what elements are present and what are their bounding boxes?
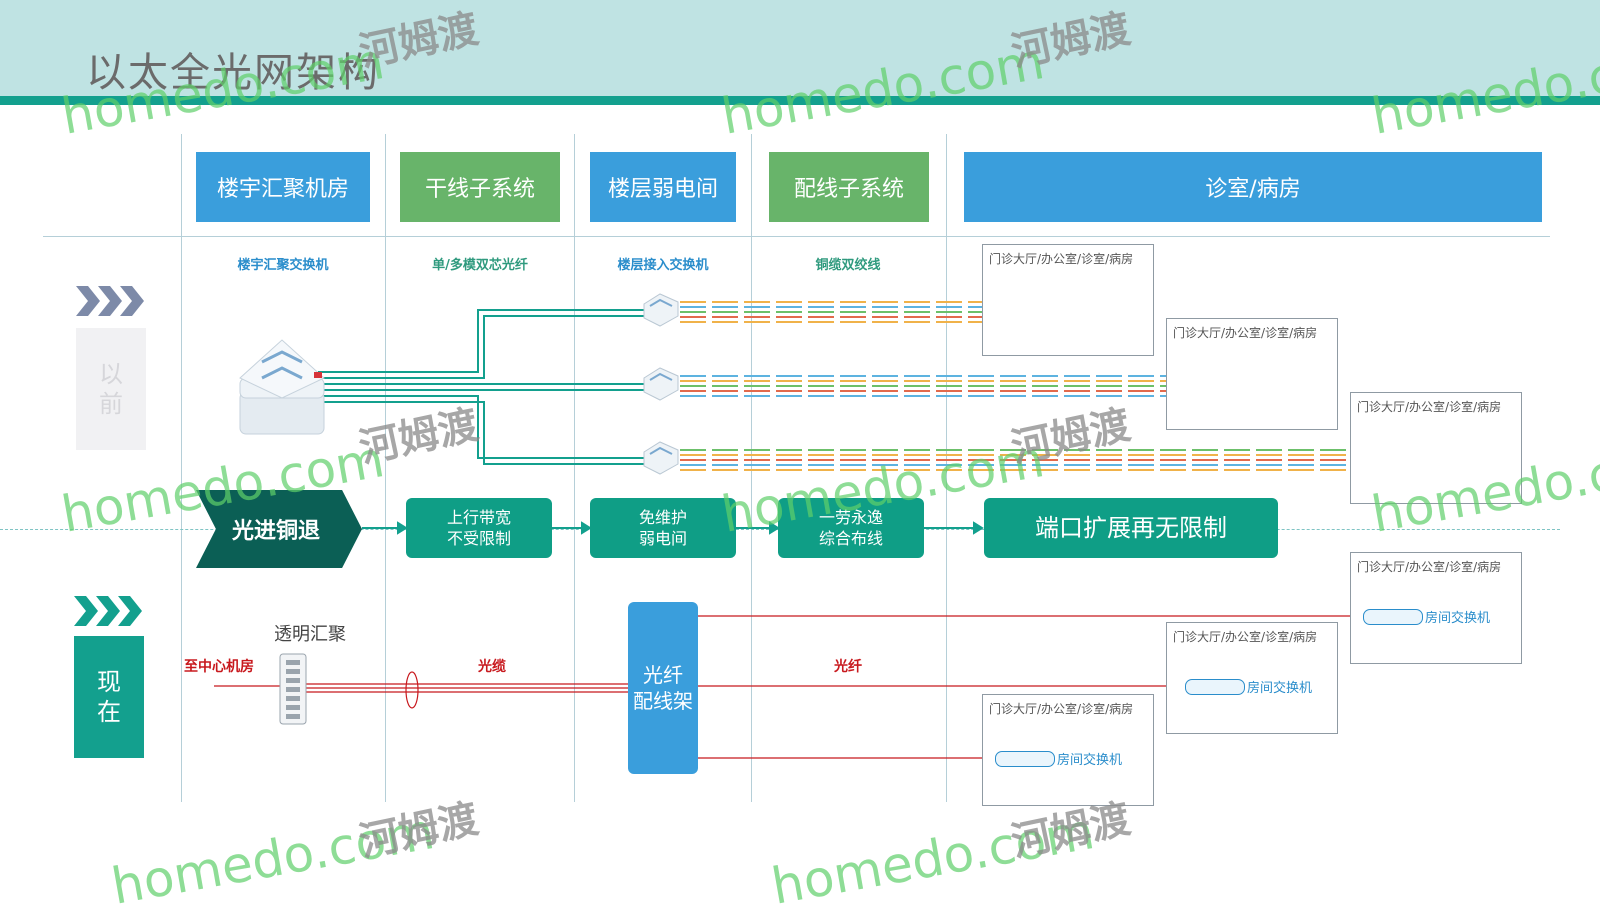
room-switch-icon bbox=[1185, 679, 1245, 695]
column-header-trunk-subsystem: 干线子系统 bbox=[400, 152, 560, 222]
column-divider bbox=[181, 134, 182, 802]
room-switch-icon bbox=[1363, 609, 1423, 625]
chevrons-right-icon bbox=[74, 596, 142, 626]
sub-label-copper: 铜缆双绞线 bbox=[815, 258, 881, 273]
flow-lead-chevron bbox=[196, 490, 362, 568]
patch-panel-line1: 光纤 bbox=[643, 663, 683, 687]
before-label: 以 前 bbox=[76, 328, 146, 450]
column-header-building-room: 楼宇汇聚机房 bbox=[196, 152, 370, 222]
room-label: 门诊大厅/办公室/诊室/病房 bbox=[989, 252, 1134, 266]
column-divider bbox=[574, 134, 575, 802]
flow-step-line2: 不受限制 bbox=[446, 529, 511, 548]
flow-step-maintenance: 免维护弱电间 bbox=[590, 498, 736, 558]
room-label: 门诊大厅/办公室/诊室/病房 bbox=[1173, 326, 1318, 340]
sub-label-access-switch: 楼层接入交换机 bbox=[617, 258, 709, 273]
column-divider bbox=[946, 134, 947, 802]
flow-lead-label: 光进铜退 bbox=[232, 519, 321, 544]
sub-label-agg-switch: 楼宇汇聚交换机 bbox=[237, 258, 329, 273]
room-box: 门诊大厅/办公室/诊室/病房 bbox=[1166, 318, 1338, 430]
room-box: 门诊大厅/办公室/诊室/病房 房间交换机 bbox=[1166, 622, 1338, 734]
flow-step-bandwidth: 上行带宽不受限制 bbox=[406, 498, 552, 558]
room-switch-label: 房间交换机 bbox=[1425, 611, 1491, 626]
patch-panel-line2: 配线架 bbox=[633, 689, 693, 713]
to-center-label: 至中心机房 bbox=[184, 659, 254, 675]
room-switch-label: 房间交换机 bbox=[1057, 753, 1123, 768]
flow-step-line2: 综合布线 bbox=[818, 529, 883, 548]
room-box: 门诊大厅/办公室/诊室/病房 房间交换机 bbox=[1350, 552, 1522, 664]
room-switch-label: 房间交换机 bbox=[1247, 681, 1313, 696]
column-header-distribution-subsystem: 配线子系统 bbox=[769, 152, 929, 222]
fiber-label: 光纤 bbox=[834, 659, 862, 675]
flow-step-line1: 免维护 bbox=[638, 508, 687, 527]
flow-step-line1: 上行带宽 bbox=[446, 508, 511, 527]
column-header-ward: 诊室/病房 bbox=[964, 152, 1542, 222]
sub-label-fiber: 单/多模双芯光纤 bbox=[432, 258, 528, 273]
cable-label: 光缆 bbox=[478, 659, 506, 675]
before-label-top: 以 bbox=[99, 360, 123, 388]
flow-step-cabling: 一劳永逸综合布线 bbox=[778, 498, 924, 558]
flow-step-line1: 端口扩展再无限制 bbox=[1035, 513, 1227, 542]
flow-step-ports: 端口扩展再无限制 bbox=[984, 498, 1278, 558]
column-divider bbox=[751, 134, 752, 802]
room-box: 门诊大厅/办公室/诊室/病房 bbox=[982, 244, 1154, 356]
column-divider bbox=[385, 134, 386, 802]
fiber-patch-panel: 光纤 配线架 bbox=[628, 602, 698, 774]
room-label: 门诊大厅/办公室/诊室/病房 bbox=[1357, 560, 1502, 574]
room-box: 门诊大厅/办公室/诊室/病房 房间交换机 bbox=[982, 694, 1154, 806]
now-label-bottom: 在 bbox=[97, 698, 121, 726]
room-label: 门诊大厅/办公室/诊室/病房 bbox=[989, 702, 1134, 716]
header-band bbox=[0, 0, 1600, 96]
header-divider bbox=[43, 236, 1550, 237]
before-label-bottom: 前 bbox=[99, 390, 123, 418]
page-title: 以太全光网架构 bbox=[86, 50, 380, 96]
room-label: 门诊大厅/办公室/诊室/病房 bbox=[1173, 630, 1318, 644]
header-rule bbox=[0, 96, 1600, 105]
flow-step-line2: 弱电间 bbox=[638, 529, 687, 548]
room-switch-icon bbox=[995, 751, 1055, 767]
flow-step-line1: 一劳永逸 bbox=[818, 508, 883, 527]
room-box: 门诊大厅/办公室/诊室/病房 bbox=[1350, 392, 1522, 504]
now-label-top: 现 bbox=[97, 668, 121, 696]
now-label: 现 在 bbox=[74, 636, 144, 758]
chevrons-right-icon bbox=[76, 286, 144, 316]
column-header-floor-room: 楼层弱电间 bbox=[590, 152, 736, 222]
transparent-agg-label: 透明汇聚 bbox=[274, 624, 346, 645]
room-label: 门诊大厅/办公室/诊室/病房 bbox=[1357, 400, 1502, 414]
